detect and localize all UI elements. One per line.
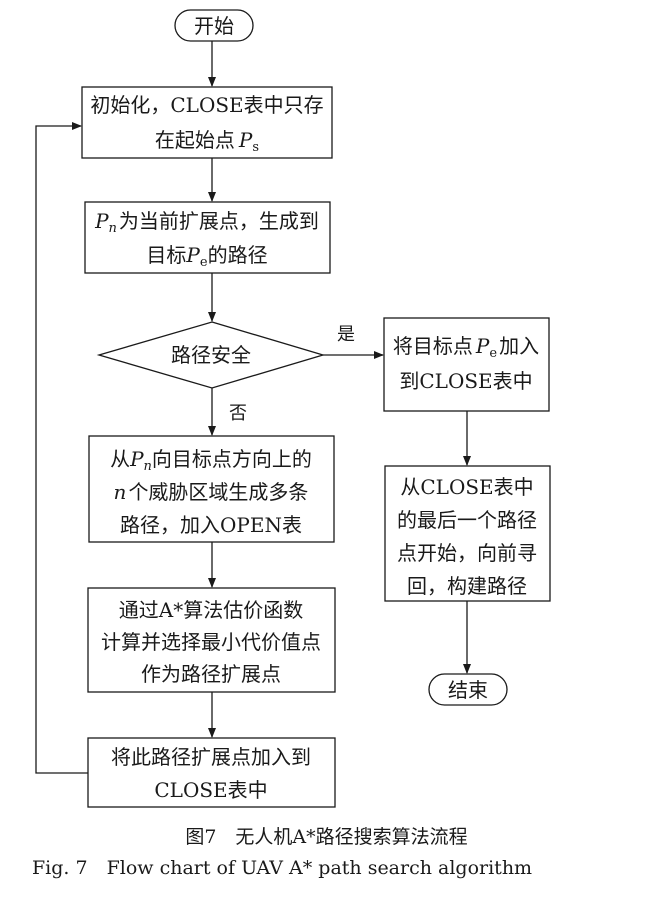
caption-english: Fig. 7 Flow chart of UAV A* path search …	[32, 857, 533, 879]
generate-line-1: 从Pn向目标点方向上的	[110, 447, 312, 474]
backtrack-box: 从CLOSE表中 的最后一个路径 点开始，向前寻 回，构建路径	[384, 465, 551, 602]
arrow-loop-back	[35, 122, 88, 774]
generate-line-3: 路径，加入OPEN表	[120, 513, 302, 537]
astar-box: 通过A*算法估价函数 计算并选择最小代价值点 作为路径扩展点	[87, 587, 336, 693]
backtrack-line-2: 的最后一个路径	[397, 508, 537, 532]
backtrack-line-3: 点开始，向前寻	[397, 541, 537, 565]
decision-diamond: 路径安全	[96, 321, 326, 389]
backtrack-line-4: 回，构建路径	[407, 574, 527, 598]
init-line-1: 初始化，CLOSE表中只存	[90, 93, 323, 117]
astar-line-3: 作为路径扩展点	[141, 662, 281, 686]
add-close-line-2: CLOSE表中	[154, 778, 267, 802]
end-label: 结束	[448, 678, 488, 702]
caption-chinese: 图7 无人机A*路径搜索算法流程	[185, 826, 468, 848]
backtrack-line-1: 从CLOSE表中	[400, 475, 533, 499]
extend-line-2: 目标Pe的路径	[146, 243, 267, 270]
add-target-line-2: 到CLOSE表中	[399, 369, 532, 393]
astar-line-2: 计算并选择最小代价值点	[101, 630, 321, 654]
decision-label: 路径安全	[171, 343, 251, 367]
add-close-box: 将此路径扩展点加入到 CLOSE表中	[87, 737, 336, 808]
no-label: 否	[229, 403, 247, 424]
yes-label: 是	[337, 324, 355, 345]
add-close-line-1: 将此路径扩展点加入到	[111, 745, 311, 769]
start-terminal: 开始	[174, 9, 254, 42]
astar-line-1: 通过A*算法估价函数	[119, 598, 303, 622]
end-terminal: 结束	[428, 673, 508, 706]
connectors	[35, 41, 471, 774]
start-label: 开始	[194, 14, 234, 38]
